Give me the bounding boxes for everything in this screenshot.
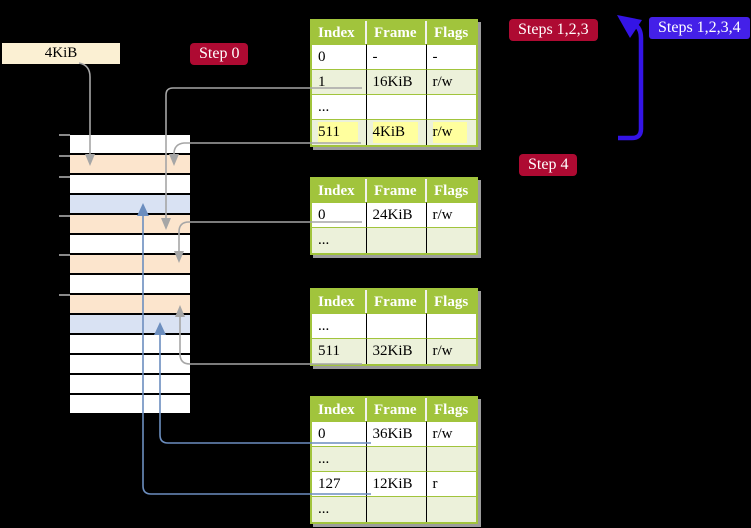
address-tick-1 bbox=[59, 155, 70, 157]
table-cell: 24KiB bbox=[365, 202, 427, 228]
table-cell: r bbox=[425, 471, 476, 497]
table-cell: - bbox=[365, 44, 427, 70]
table-row: ... bbox=[312, 313, 476, 339]
column-header-frame: Frame bbox=[365, 179, 427, 203]
table-row: ... bbox=[312, 227, 476, 253]
table-row: ... bbox=[312, 446, 476, 472]
address-tick-5 bbox=[59, 294, 70, 296]
column-header-index: Index bbox=[312, 21, 367, 45]
physical-memory-stack bbox=[70, 135, 190, 415]
memory-frame-row-12 bbox=[70, 375, 190, 395]
table-cell: 16KiB bbox=[365, 69, 427, 95]
memory-frame-row-3 bbox=[70, 195, 190, 215]
memory-frame-row-4 bbox=[70, 215, 190, 235]
highlighted-value: 511 bbox=[318, 122, 358, 143]
table-cell bbox=[365, 94, 427, 120]
address-tick-2 bbox=[59, 176, 70, 178]
table-cell: 1 bbox=[312, 69, 367, 95]
table-cell: 127 bbox=[312, 471, 367, 497]
table-cell: r/w bbox=[425, 202, 476, 228]
table-cell bbox=[425, 496, 476, 522]
highlighted-value: r/w bbox=[432, 122, 467, 143]
column-header-index: Index bbox=[312, 290, 367, 314]
table-row: ... bbox=[312, 496, 476, 522]
memory-frame-row-1 bbox=[70, 155, 190, 175]
table-cell: ... bbox=[312, 496, 367, 522]
table-cell: ... bbox=[312, 446, 367, 472]
table-row: 0-- bbox=[312, 44, 476, 70]
column-header-flags: Flags bbox=[425, 398, 476, 422]
memory-frame-row-10 bbox=[70, 335, 190, 355]
table-cell: ... bbox=[312, 227, 367, 253]
table-cell bbox=[365, 313, 427, 339]
table-cell bbox=[425, 446, 476, 472]
address-tick-4 bbox=[59, 254, 70, 256]
table-cell: 12KiB bbox=[365, 471, 427, 497]
column-header-index: Index bbox=[312, 398, 367, 422]
column-header-flags: Flags bbox=[425, 21, 476, 45]
memory-frame-row-0 bbox=[70, 135, 190, 155]
table-cell: 0 bbox=[312, 44, 367, 70]
table-cell bbox=[425, 94, 476, 120]
table-cell bbox=[365, 227, 427, 253]
table-cell: 32KiB bbox=[365, 338, 427, 364]
table-row: 511 4KiB r/w bbox=[312, 119, 476, 145]
memory-frame-row-5 bbox=[70, 235, 190, 255]
badge-steps-1-2-3-4: Steps 1,2,3,4 bbox=[649, 17, 750, 39]
table-cell bbox=[365, 446, 427, 472]
badge-step-0: Step 0 bbox=[190, 43, 249, 65]
address-tick-3 bbox=[59, 215, 70, 217]
column-header-flags: Flags bbox=[425, 179, 476, 203]
table-cell: ... bbox=[312, 94, 367, 120]
highlighted-value: 4KiB bbox=[372, 122, 418, 143]
column-header-index: Index bbox=[312, 179, 367, 203]
memory-frame-row-8 bbox=[70, 295, 190, 315]
address-tick-0 bbox=[59, 134, 70, 136]
table-cell: 0 bbox=[312, 202, 367, 228]
badge-step-4: Step 4 bbox=[519, 154, 578, 176]
table-cell: r/w bbox=[425, 421, 476, 447]
table-cell: - bbox=[425, 44, 476, 70]
table-cell: r/w bbox=[425, 69, 476, 95]
table-cell: r/w bbox=[425, 119, 476, 145]
memory-frame-row-6 bbox=[70, 255, 190, 275]
memory-frame-row-13 bbox=[70, 395, 190, 415]
memory-frame-row-2 bbox=[70, 175, 190, 195]
arrowhead-up-left-icon bbox=[617, 15, 642, 38]
memory-frame-row-11 bbox=[70, 355, 190, 375]
table-cell: ... bbox=[312, 313, 367, 339]
table-row: ... bbox=[312, 94, 476, 120]
table-cell bbox=[365, 496, 427, 522]
memory-frame-row-9 bbox=[70, 315, 190, 335]
table-cell: 511 bbox=[312, 119, 367, 145]
frame-size-label: 4KiB bbox=[2, 43, 120, 64]
table-cell: 0 bbox=[312, 421, 367, 447]
table-cell: r/w bbox=[425, 338, 476, 364]
steps-flow-arrow bbox=[618, 22, 644, 141]
table-cell bbox=[425, 313, 476, 339]
badge-steps-1-2-3: Steps 1,2,3 bbox=[509, 19, 598, 41]
table-cell: 511 bbox=[312, 338, 367, 364]
column-header-frame: Frame bbox=[365, 21, 427, 45]
column-header-frame: Frame bbox=[365, 290, 427, 314]
table-cell: 4KiB bbox=[365, 119, 427, 145]
memory-frame-row-7 bbox=[70, 275, 190, 295]
column-header-frame: Frame bbox=[365, 398, 427, 422]
table-cell: 36KiB bbox=[365, 421, 427, 447]
table-cell bbox=[425, 227, 476, 253]
column-header-flags: Flags bbox=[425, 290, 476, 314]
